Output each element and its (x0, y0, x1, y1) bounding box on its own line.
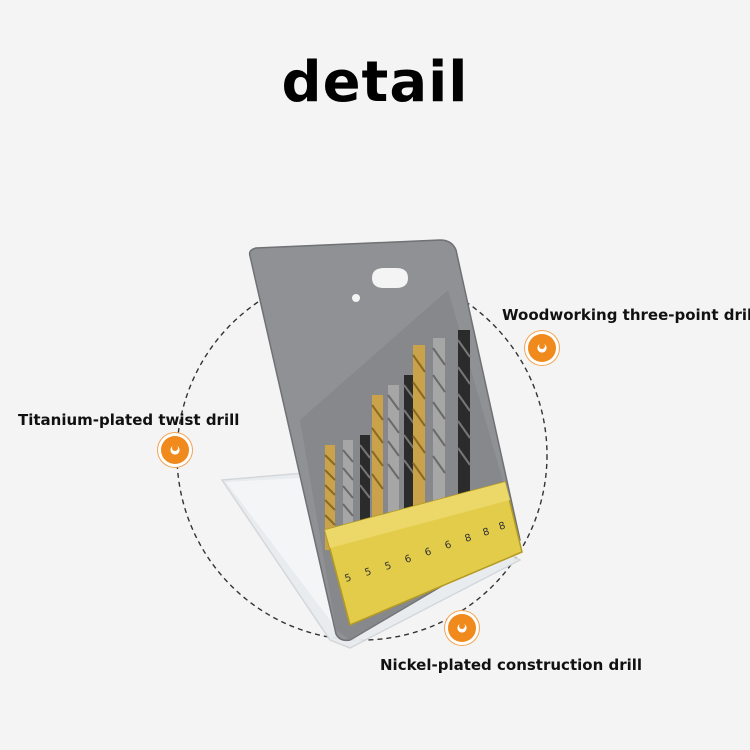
drill-bits (324, 330, 471, 550)
size-label: 8 (482, 526, 491, 538)
nickel-drill-label: Nickel-plated construction drill (380, 656, 643, 674)
nickel-marker-icon (448, 614, 476, 642)
drill-bit (359, 435, 371, 550)
drill-bit (342, 440, 354, 550)
size-label: 5 (364, 566, 373, 578)
woodworking-drill-label: Woodworking three-point drill (502, 306, 750, 324)
yellow-holder: 5 5 5 6 6 6 8 8 8 (324, 481, 523, 627)
size-label: 6 (444, 539, 453, 551)
drill-bit (403, 375, 416, 550)
size-label: 6 (404, 553, 413, 565)
titanium-marker-icon (161, 436, 189, 464)
size-label: 8 (464, 532, 473, 544)
drill-bit (371, 395, 384, 550)
drill-bit (387, 385, 400, 550)
page-title: detail (281, 50, 469, 115)
size-label: 5 (384, 560, 393, 572)
drill-bit (324, 445, 336, 550)
size-label: 5 (344, 572, 353, 584)
woodworking-marker-icon (528, 334, 556, 362)
size-label: 8 (498, 520, 507, 532)
size-label: 6 (424, 546, 433, 558)
titanium-drill-label: Titanium-plated twist drill (18, 411, 240, 429)
hanger-hole (372, 268, 408, 288)
drill-bit (412, 345, 426, 550)
drill-bit (432, 338, 446, 550)
